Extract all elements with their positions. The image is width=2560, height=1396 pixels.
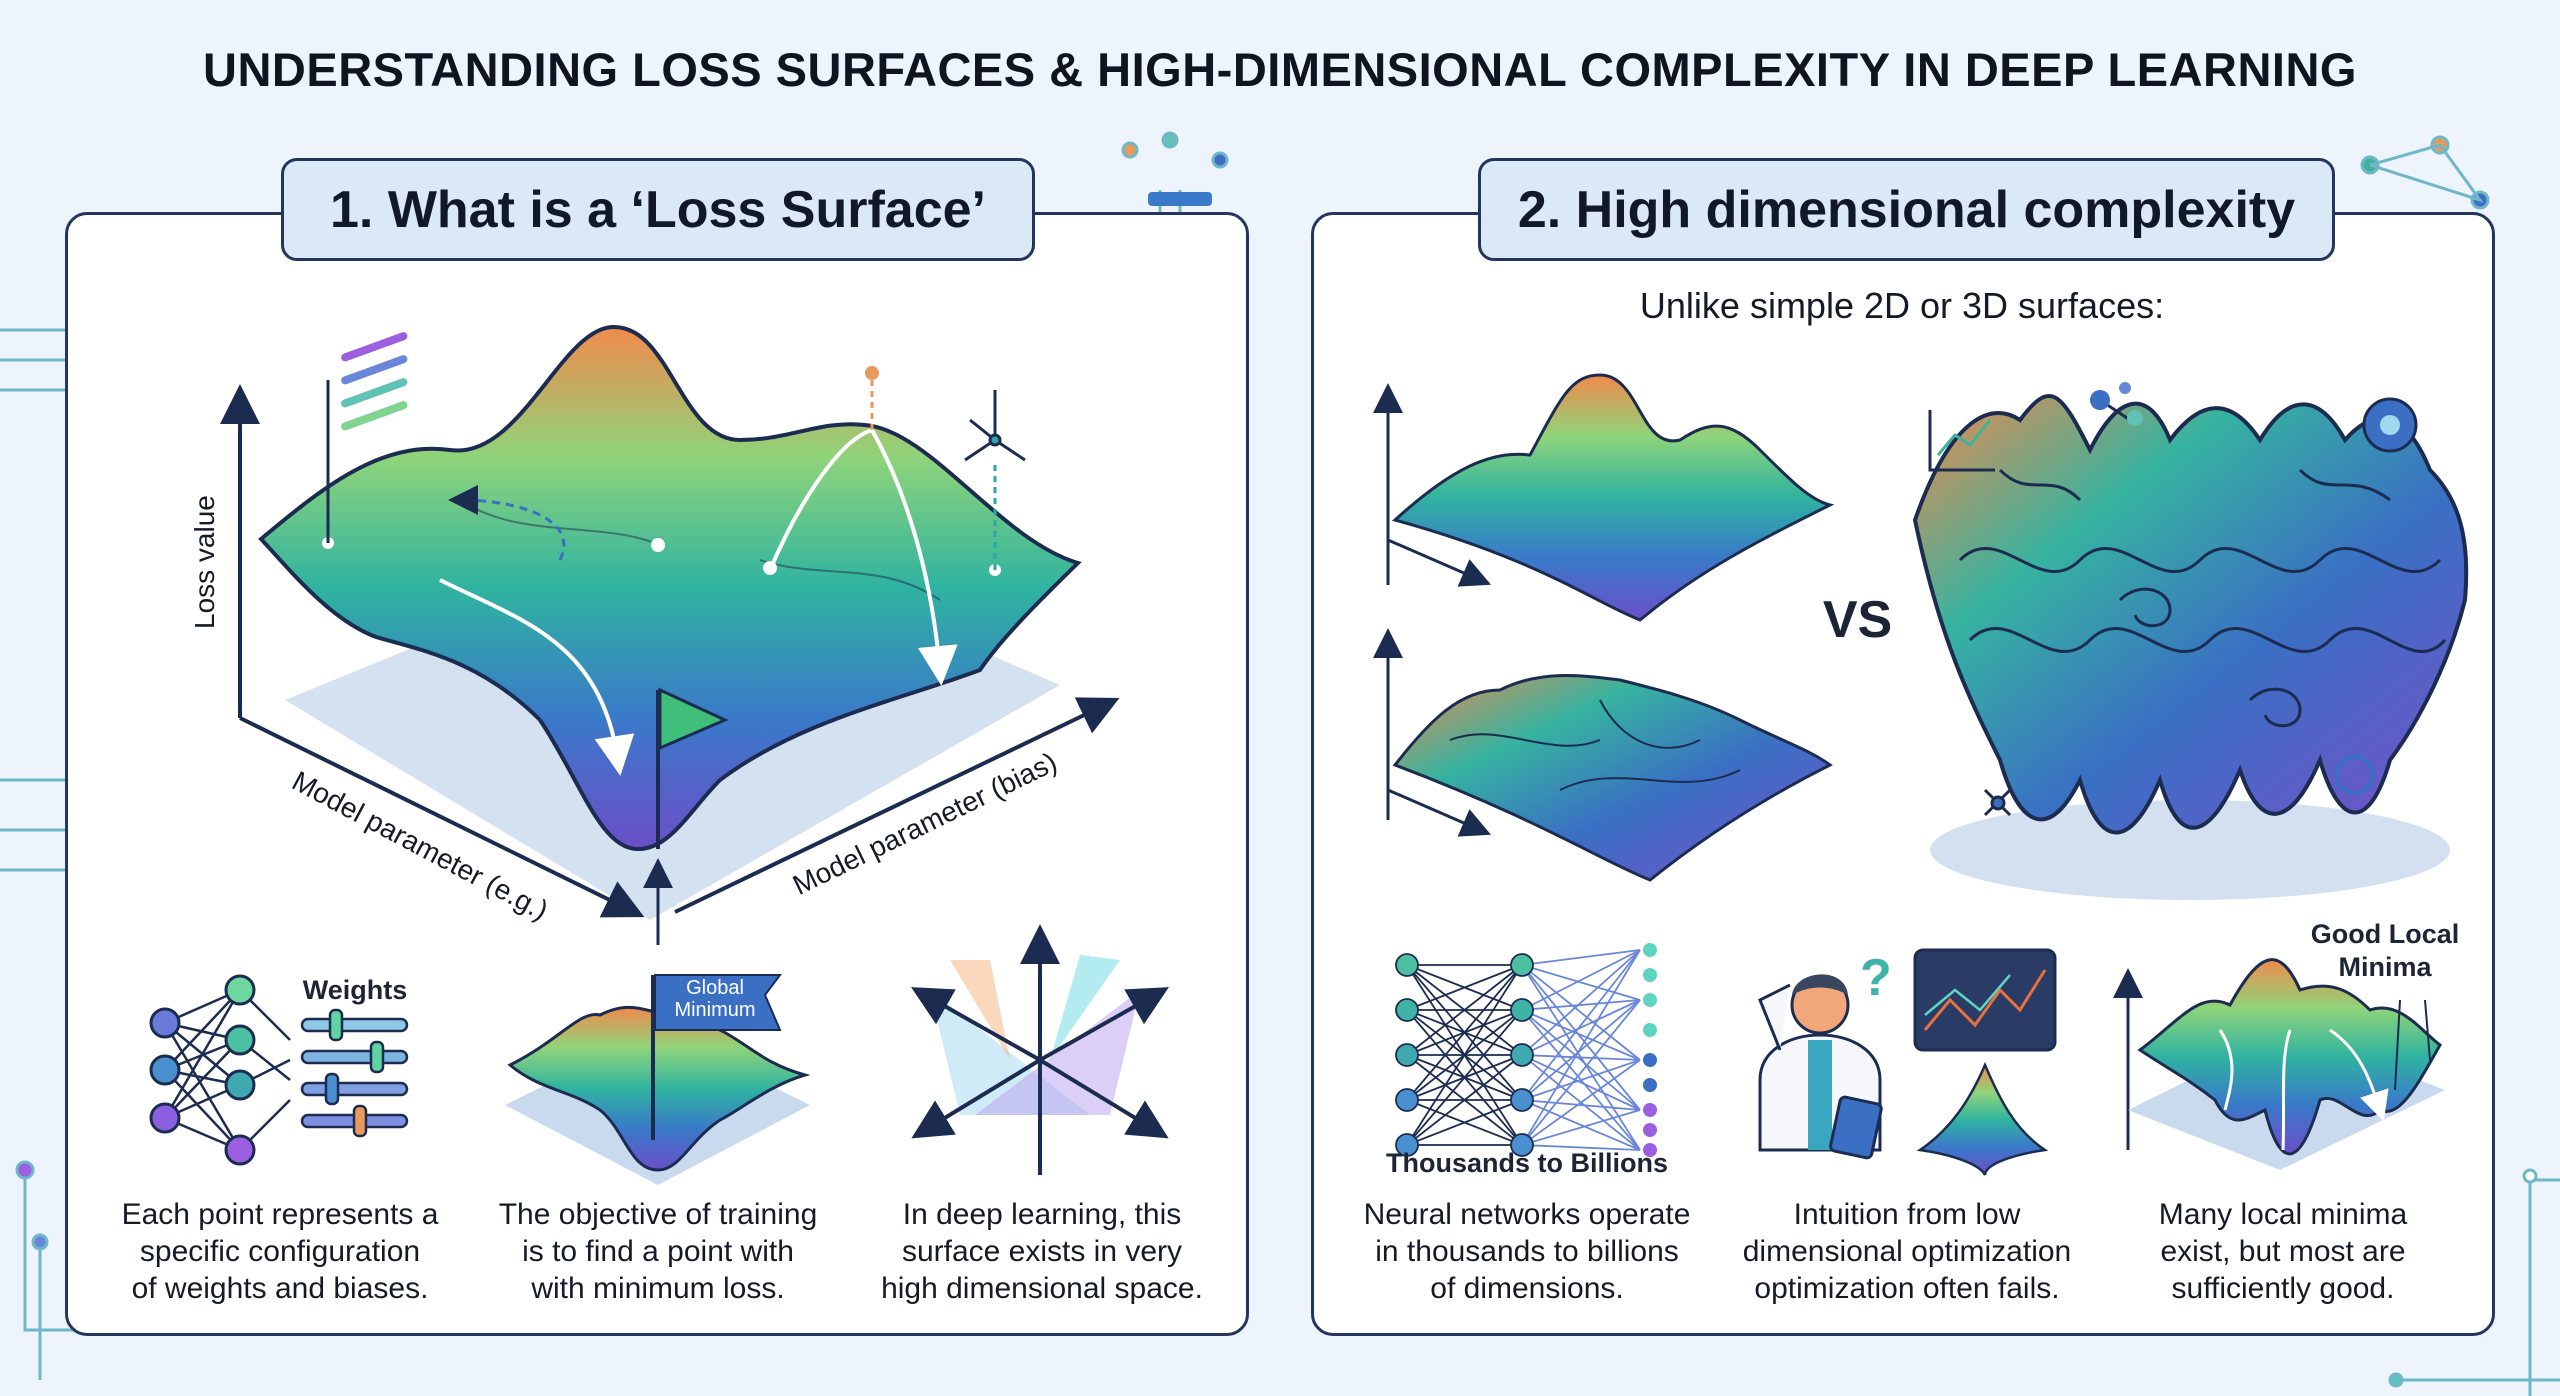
caption-intuition: Intuition from low dimensional optimizat… [1742,1198,2072,1305]
page-title: UNDERSTANDING LOSS SURFACES & HIGH-DIMEN… [203,43,2357,96]
global-minimum-surface-icon [505,974,811,1185]
network-edge [1521,999,1641,1146]
neural-network-icon [149,974,291,1166]
network-node [1395,1088,1419,1112]
network-edge [1521,949,1641,1101]
network-edge [1521,949,1641,1011]
axis-label-loss-value: Loss value [189,495,220,629]
network-edge [1406,964,1523,1101]
output-node [1643,1053,1657,1067]
target-icon [2335,755,2375,795]
network-edge [1521,1059,1641,1146]
x-axis-2 [674,697,1120,914]
network-edge [1521,999,1641,1101]
network-edge [1521,1059,1641,1101]
output-node [1643,1143,1657,1157]
network-edge [1521,1109,1641,1146]
network-edge [1521,999,1641,1056]
network-edge [1521,1054,1641,1061]
network-edge [1521,1099,1641,1151]
network-edge [1521,1054,1641,1111]
output-node [1643,1123,1657,1137]
weight-sliders-icon [300,1008,409,1138]
caption-each-point: Each point represents a specific configu… [121,1198,439,1305]
local-minima-surface-icon [2113,958,2445,1170]
global-minimum-flag [654,974,782,1031]
caption-high-dim-space: In deep learning, this surface exists in… [881,1198,1203,1305]
network-edge [1521,1144,1641,1151]
network-node [1510,1088,1534,1112]
vs-label: VS [1822,591,1893,649]
output-node [1643,968,1657,982]
network-node [1510,998,1534,1022]
network-node [1395,998,1419,1022]
high-dimension-axes-icon [911,924,1169,1175]
output-node [1643,1103,1657,1117]
caption-neural-networks: Neural networks operate in thousands to … [1363,1198,1691,1305]
output-node [1643,943,1657,957]
network-edge [1521,964,1641,1001]
simple-surface-rugged [1373,628,1833,882]
network-node [1510,953,1534,977]
question-mark-icon: ? [1860,949,1892,1007]
network-edge [1521,1009,1641,1111]
main-loss-surface [220,324,1120,945]
section2-heading: 2. High dimensional complexity [1478,158,2335,261]
network-edge [1406,964,1523,1011]
network-edge [1406,1009,1523,1146]
descent-path [439,578,635,776]
scientist-icon: ? [1758,949,1892,1160]
network-edge [1406,1054,1523,1146]
output-node [1643,1078,1657,1092]
loss-surface [258,324,1082,852]
descent-path [768,427,958,686]
network-edge [1406,964,1523,1146]
network-node [1510,1133,1534,1157]
molecule-icon [2090,382,2143,426]
axes-3d-icon [964,390,1026,462]
weights-label: Weights [302,975,408,1005]
simple-surface-smooth [1373,373,1835,622]
network-edge [1521,1099,1641,1111]
network-edge [1406,964,1523,1056]
network-edge [1521,949,1641,1146]
x-axis-1 [239,716,645,918]
legend-bars-icon [341,332,408,431]
caption-objective: The objective of training is to find a p… [498,1198,818,1305]
network-node [1510,1043,1534,1067]
dense-network-icon [1395,943,1657,1157]
network-edge [1521,949,1641,1056]
network-edge [1521,949,1641,966]
chart-icon [1928,410,1995,472]
network-node [1395,1043,1419,1067]
caption-local-minima: Many local minima exist, but most are su… [2158,1198,2408,1305]
network-node [1395,953,1419,977]
thousands-to-billions-label: Thousands to Billions [1386,1148,1668,1178]
network-edge [1521,964,1641,1061]
section1-heading: 1. What is a ‘Loss Surface’ [281,158,1035,261]
network-edge [1406,1099,1523,1146]
chart-monitor-icon [1913,948,2057,1176]
output-node [1643,993,1657,1007]
global-minimum-flag-label: Global Minimum [674,977,756,1021]
network-node [1395,1133,1419,1157]
good-local-minima-label: Good Local Minima [2310,919,2460,982]
output-node [1643,1023,1657,1037]
network-node-icon [1983,788,2012,817]
complex-high-dimensional-surface [1912,382,2469,900]
gear-icon [2362,397,2418,453]
network-edge [1521,964,1641,1111]
network-edge [1521,1009,1641,1061]
flag-icon [658,687,729,751]
section2-subtitle: Unlike simple 2D or 3D surfaces: [1639,285,2165,326]
network-edge [1521,999,1641,1011]
